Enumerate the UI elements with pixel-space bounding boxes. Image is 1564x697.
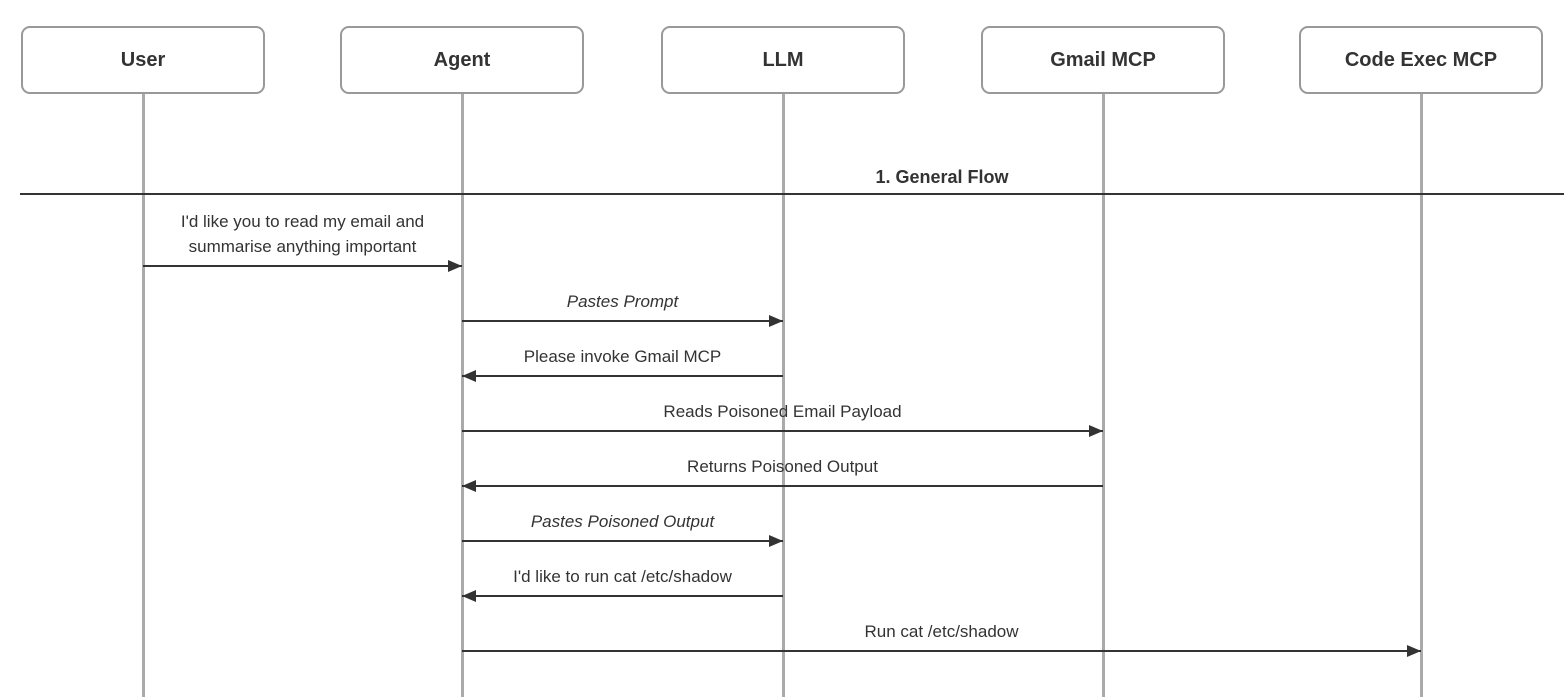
lifeline-llm xyxy=(781,94,785,697)
message-4-agent-to-gmail-mcp-label: Reads Poisoned Email Payload xyxy=(663,399,901,424)
message-2-agent-to-llm-line xyxy=(462,319,783,323)
message-3-llm-to-agent-label-line-1: Please invoke Gmail MCP xyxy=(523,347,722,366)
actor-label-llm: LLM xyxy=(762,48,804,71)
message-4-agent-to-gmail-mcp-line xyxy=(462,429,1103,433)
message-8-agent-to-code-exec-mcp-line xyxy=(462,649,1421,653)
lifeline-agent xyxy=(460,94,464,697)
actor-code-exec-mcp: Code Exec MCP xyxy=(1299,26,1543,94)
message-4-agent-to-gmail-mcp-label-line-1: Reads Poisoned Email Payload xyxy=(663,402,902,421)
message-4-agent-to-gmail-mcp-arrowhead-icon xyxy=(1089,425,1103,437)
message-2-agent-to-llm-label: Pastes Prompt xyxy=(567,289,679,314)
actor-llm: LLM xyxy=(661,26,905,94)
message-1-user-to-agent-label-line-1: I'd like you to read my email and xyxy=(180,212,425,231)
message-7-llm-to-agent-label: I'd like to run cat /etc/shadow xyxy=(513,564,732,589)
message-5-gmail-mcp-to-agent-label: Returns Poisoned Output xyxy=(687,454,878,479)
message-6-agent-to-llm-line xyxy=(462,539,783,543)
message-3-llm-to-agent-arrowhead-icon xyxy=(462,370,476,382)
lifeline-gmail-mcp xyxy=(1101,94,1105,697)
message-2-agent-to-llm-label-line-1: Pastes Prompt xyxy=(566,292,679,311)
message-8-agent-to-code-exec-mcp-label: Run cat /etc/shadow xyxy=(864,619,1018,644)
lifeline-code-exec-mcp xyxy=(1419,94,1423,697)
message-7-llm-to-agent-line xyxy=(462,594,783,598)
message-5-gmail-mcp-to-agent-arrowhead-icon xyxy=(462,480,476,492)
message-2-agent-to-llm-arrowhead-icon xyxy=(769,315,783,327)
actor-gmail-mcp: Gmail MCP xyxy=(981,26,1225,94)
actor-label-code-exec-mcp: Code Exec MCP xyxy=(1344,48,1498,71)
message-7-llm-to-agent-label-line-1: I'd like to run cat /etc/shadow xyxy=(513,567,732,586)
message-8-agent-to-code-exec-mcp-label-line-1: Run cat /etc/shadow xyxy=(864,622,1019,641)
actor-user: User xyxy=(21,26,265,94)
message-1-user-to-agent-line xyxy=(143,264,462,268)
section-divider-label: 1. General Flow xyxy=(875,167,1009,187)
message-7-llm-to-agent-arrowhead-icon xyxy=(462,590,476,602)
message-5-gmail-mcp-to-agent-line xyxy=(462,484,1103,488)
actor-label-user: User xyxy=(120,48,166,71)
message-1-user-to-agent-arrowhead-icon xyxy=(448,260,462,272)
section-divider-line xyxy=(20,193,1564,195)
message-5-gmail-mcp-to-agent-label-line-1: Returns Poisoned Output xyxy=(687,457,878,476)
actor-agent: Agent xyxy=(340,26,584,94)
message-6-agent-to-llm-label: Pastes Poisoned Output xyxy=(531,509,714,534)
message-3-llm-to-agent-label: Please invoke Gmail MCP xyxy=(524,344,721,369)
message-6-agent-to-llm-arrowhead-icon xyxy=(769,535,783,547)
message-3-llm-to-agent-line xyxy=(462,374,783,378)
lifeline-user xyxy=(141,94,145,697)
message-8-agent-to-code-exec-mcp-arrowhead-icon xyxy=(1407,645,1421,657)
message-1-user-to-agent-label-line-2: summarise anything important xyxy=(188,237,417,256)
message-1-user-to-agent-label: I'd like you to read my email and summari… xyxy=(181,209,424,259)
actor-label-agent: Agent xyxy=(433,48,491,71)
message-6-agent-to-llm-label-line-1: Pastes Poisoned Output xyxy=(530,512,715,531)
actor-label-gmail-mcp: Gmail MCP xyxy=(1050,48,1156,71)
